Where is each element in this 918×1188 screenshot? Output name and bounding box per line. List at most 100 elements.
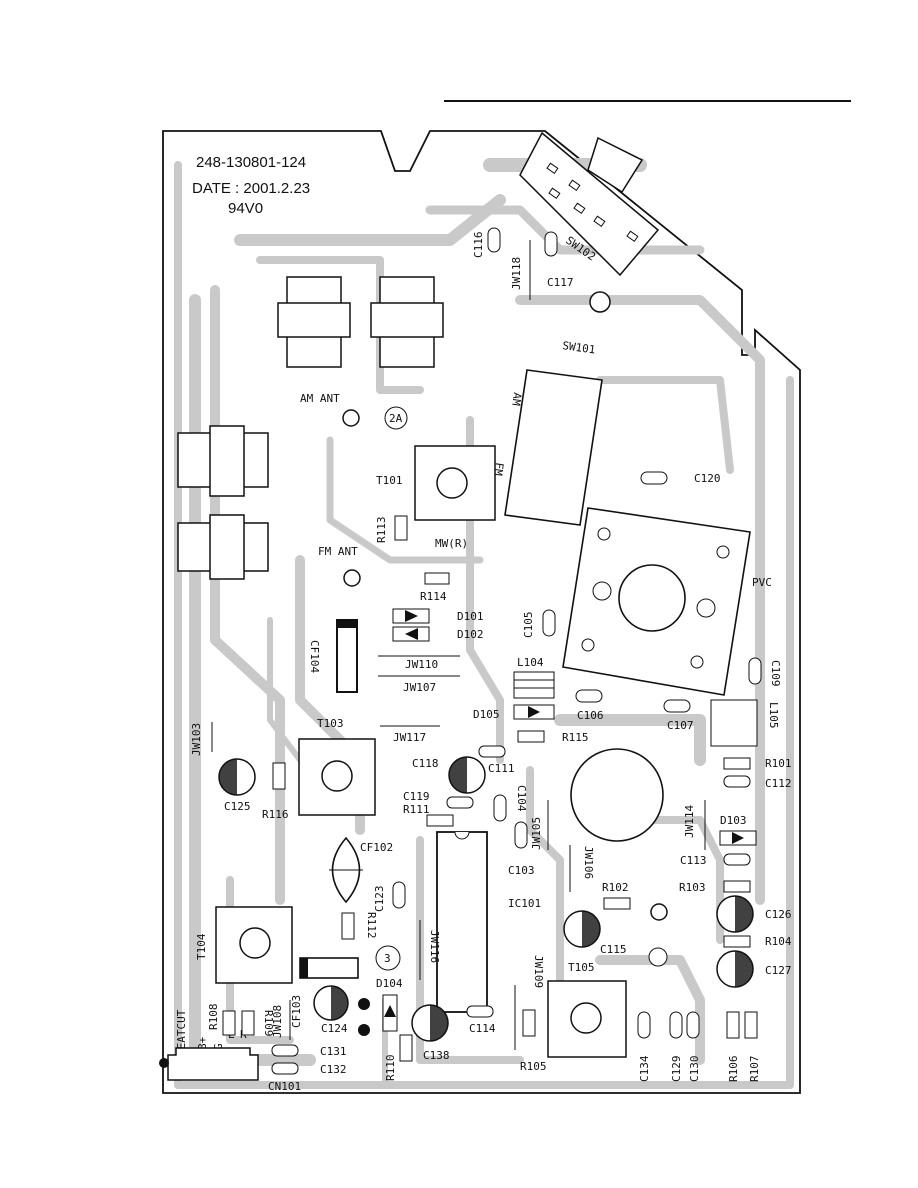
label-g: G <box>212 1043 225 1050</box>
label-am: AM <box>509 392 524 407</box>
label-c116: C116 <box>472 232 485 259</box>
label-beatcut: BEATCUT <box>175 1009 188 1056</box>
pvc-pad <box>581 638 595 652</box>
label-r110: R110 <box>384 1055 397 1082</box>
resistor-r109 <box>241 1010 255 1036</box>
resistor-r115 <box>517 730 545 743</box>
cap-c112 <box>723 775 751 788</box>
label-d104: D104 <box>376 977 403 990</box>
fm-ant-pad <box>343 569 361 587</box>
pvc-hole <box>592 581 612 601</box>
large-mount-hole <box>570 748 664 842</box>
filter-cf103 <box>299 957 359 979</box>
label-pvc: PVC <box>752 576 772 589</box>
resistor-r105 <box>522 1009 536 1037</box>
label-c103: C103 <box>508 864 535 877</box>
label-c123: C123 <box>373 886 386 913</box>
label-r108: R108 <box>207 1004 220 1031</box>
cap-c105 <box>542 609 556 637</box>
label-c117: C117 <box>547 276 574 289</box>
label-r101: R101 <box>765 757 792 770</box>
t101-core <box>436 467 468 499</box>
resistor-r112 <box>341 912 355 940</box>
label-c114: C114 <box>469 1022 496 1035</box>
cap-c113 <box>723 853 751 866</box>
pvc-pad <box>716 545 730 559</box>
label-jw118: JW118 <box>510 257 523 290</box>
label-r102: R102 <box>602 881 629 894</box>
resistor-r111 <box>426 814 454 827</box>
mount-hole <box>589 291 611 313</box>
ic-ic101 <box>436 831 488 1013</box>
filter-cf104 <box>336 619 358 693</box>
label-jw108: JW108 <box>271 1005 284 1038</box>
cap-c109 <box>748 657 762 685</box>
label-ic101: IC101 <box>508 897 541 910</box>
label-t105: T105 <box>568 961 595 974</box>
resistor-r114 <box>424 572 450 585</box>
coil-l105 <box>710 699 758 747</box>
resistor-r104 <box>723 935 751 948</box>
cap-c130 <box>686 1011 700 1039</box>
ground-symbol <box>648 947 668 967</box>
label-c119: C119 <box>403 790 430 803</box>
label-cf103: CF103 <box>290 995 303 1028</box>
t105-core <box>570 1002 602 1034</box>
pad <box>358 1024 370 1036</box>
connector-cn101 <box>167 1047 259 1081</box>
board-part-number: 248-130801-124 <box>196 154 306 171</box>
label-c129: C129 <box>670 1056 683 1083</box>
switch-sw102 <box>519 131 660 277</box>
label-r105: R105 <box>520 1060 547 1073</box>
label-c115: C115 <box>600 943 627 956</box>
label-cn101: CN101 <box>268 1080 301 1093</box>
label-c126: C126 <box>765 908 792 921</box>
label-r107: R107 <box>748 1056 761 1083</box>
board-rating: 94V0 <box>228 200 263 217</box>
cap-c116 <box>487 227 501 253</box>
label-sw101: SW101 <box>562 339 597 356</box>
pad <box>358 998 370 1010</box>
label-l105: L105 <box>767 702 780 729</box>
label-marker-2a: 2A <box>389 412 403 425</box>
label-r113: R113 <box>375 517 388 544</box>
am-ant-pad <box>342 409 360 427</box>
label-r104: R104 <box>765 935 792 948</box>
cap-c111 <box>478 745 506 758</box>
label-am-ant: AM ANT <box>300 392 340 405</box>
resistor-r101 <box>723 757 751 770</box>
label-c125: C125 <box>224 800 251 813</box>
t103-core <box>321 760 353 792</box>
label-c106: C106 <box>577 709 604 722</box>
cap-c107 <box>663 699 691 713</box>
coil-l104 <box>513 671 555 699</box>
label-r114: R114 <box>420 590 447 603</box>
label-d101: D101 <box>457 610 484 623</box>
label-r111: R111 <box>403 803 430 816</box>
label-r112: R112 <box>365 912 378 939</box>
label-c109: C109 <box>769 660 782 687</box>
label-jw107: JW107 <box>403 681 436 694</box>
label-r115: R115 <box>562 731 589 744</box>
label-r116: R116 <box>262 808 289 821</box>
label-r103: R103 <box>679 881 706 894</box>
cap-c134 <box>637 1011 651 1039</box>
label-bplus: B+ <box>196 1036 209 1050</box>
label-t104: T104 <box>195 933 208 960</box>
cap-c103 <box>514 821 528 849</box>
cap-c129 <box>669 1011 683 1039</box>
label-t103: T103 <box>317 717 344 730</box>
resistor-r107 <box>744 1011 758 1039</box>
cap-c114 <box>466 1005 494 1018</box>
label-jw105: JW105 <box>530 817 543 850</box>
cap-c117 <box>544 231 558 257</box>
label-cf104: CF104 <box>308 640 321 673</box>
resistor-r113 <box>394 515 408 541</box>
cap-c104 <box>493 794 507 822</box>
label-l104: L104 <box>517 656 544 669</box>
label-c124: C124 <box>321 1022 348 1035</box>
cap-c106 <box>575 689 603 703</box>
label-c132: C132 <box>320 1063 347 1076</box>
label-c127: C127 <box>765 964 792 977</box>
